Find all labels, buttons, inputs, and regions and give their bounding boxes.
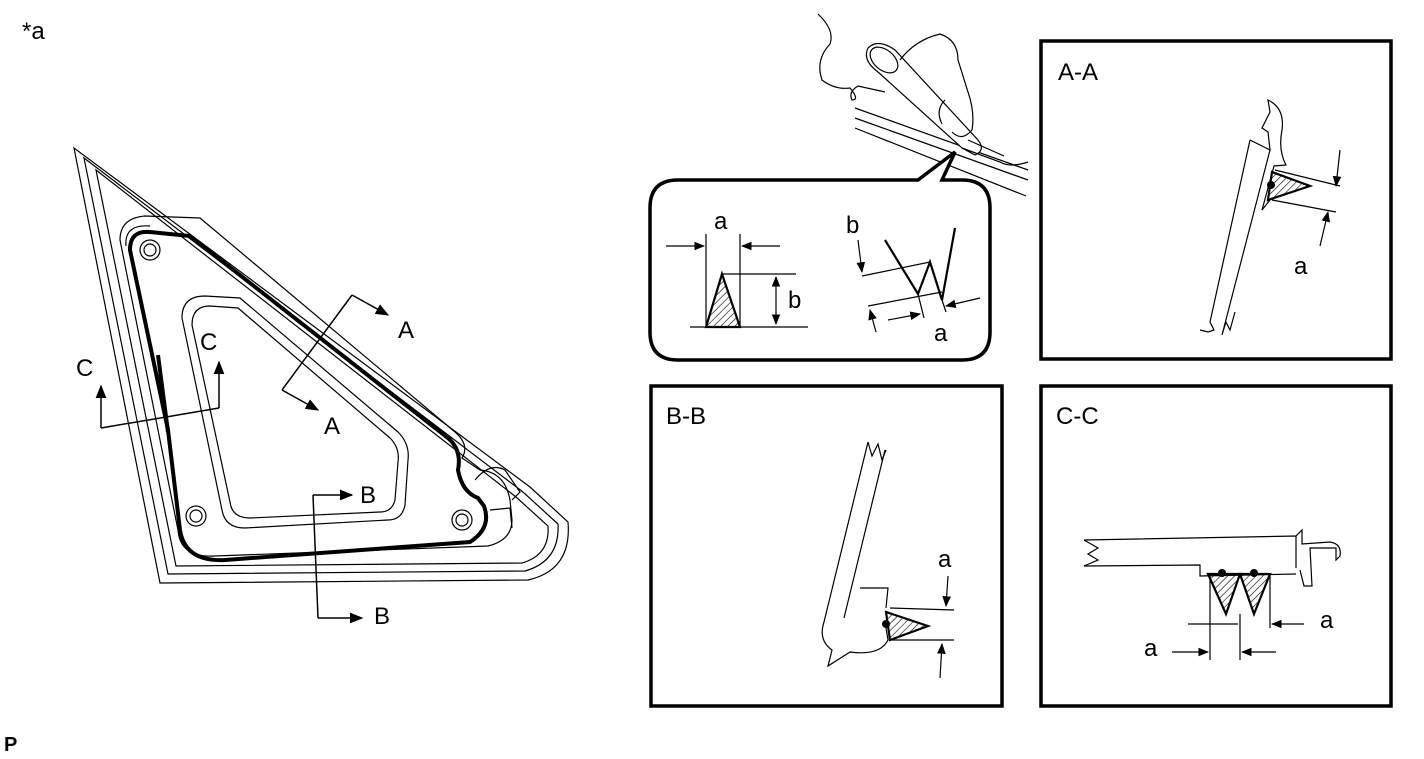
section-panel-cc [1039,384,1393,708]
detail-callout-bubble: a b b a [648,150,992,362]
section-panel-aa [1039,39,1393,361]
section-marker-b-bottom: B [374,603,390,630]
panel-cc-title: C-C [1056,403,1099,430]
section-line-a [281,294,390,411]
section-line-c [95,360,225,429]
section-marker-a-bottom: A [324,413,340,440]
callout-dim-b-right: b [846,212,859,239]
section-marker-a-top: A [398,317,414,344]
sealer-gun-illustration [817,13,1029,197]
section-panel-bb [649,384,1004,708]
footer-label: P [4,734,18,756]
bead-profile-triangle [666,234,808,329]
panel-aa-title: A-A [1058,59,1098,86]
panel-cc-dim-left: a [1144,635,1158,662]
corner-label: *a [22,18,45,45]
panel-cc-dim-right: a [1320,607,1334,634]
panel-bb-dim: a [938,546,952,573]
section-marker-c-left: C [76,355,93,382]
callout-dim-a-right: a [934,320,948,347]
section-marker-c-right: C [200,329,217,356]
quarter-window-glass [73,146,569,584]
callout-dim-a-left: a [714,208,728,235]
section-line-b [312,489,364,624]
panel-aa-dim: a [1294,253,1308,280]
section-marker-b-top: B [360,482,376,509]
bead-side-profile [856,227,981,333]
panel-bb-title: B-B [666,403,706,430]
callout-dim-b-left: b [788,287,801,314]
